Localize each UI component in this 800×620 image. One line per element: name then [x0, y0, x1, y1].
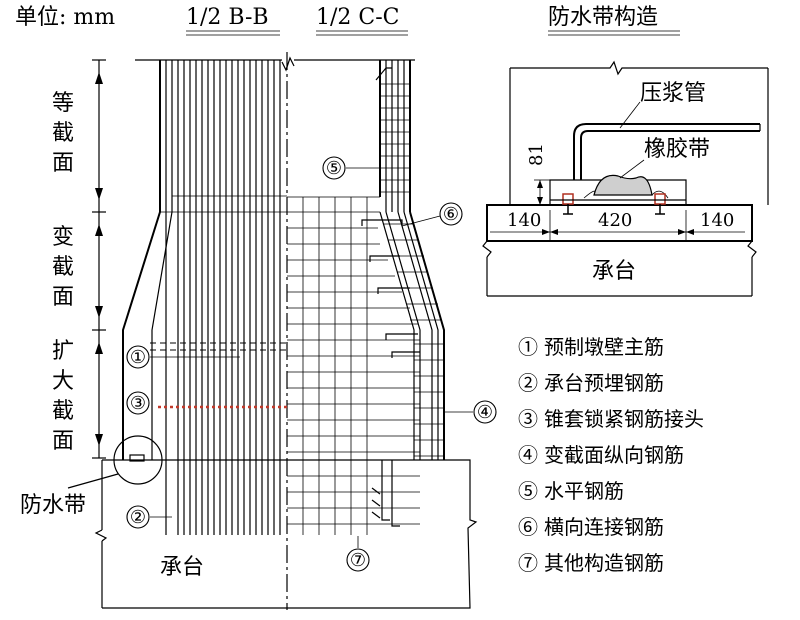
section-bb-title: 1/2 B-B — [186, 5, 269, 30]
detail-title: 防水带构造 — [548, 5, 658, 30]
dim-right: 140 — [700, 210, 734, 231]
top-break-mark — [281, 56, 295, 72]
svg-text:大: 大 — [52, 369, 74, 394]
svg-text:扩: 扩 — [52, 339, 74, 364]
flared-bar-right-1 — [385, 211, 421, 460]
transverse-links-right — [361, 219, 420, 358]
detail-frame — [482, 60, 769, 297]
pile-cap-outline — [94, 459, 478, 609]
svg-text:面: 面 — [52, 285, 74, 310]
svg-text:截: 截 — [52, 121, 74, 146]
pier-wall-outer-left — [122, 60, 161, 460]
marker-7: ⑦ — [346, 536, 370, 572]
marker-1: ① — [126, 345, 240, 369]
svg-text:⑤: ⑤ — [326, 158, 342, 179]
waterstop-detail-circle — [113, 435, 163, 485]
marker-2: ② — [126, 505, 172, 529]
grout-pipe-label: 压浆管 — [640, 81, 706, 106]
svg-text:⑦: ⑦ — [350, 550, 366, 571]
section-cc-title: 1/2 C-C — [316, 5, 400, 30]
rubber-band-label: 橡胶带 — [644, 137, 710, 162]
cap-label: 承台 — [160, 555, 204, 580]
svg-text:变: 变 — [52, 225, 74, 250]
pier-wall-outer-right — [409, 211, 445, 460]
svg-text:③: ③ — [130, 393, 146, 414]
grout-pipe — [573, 123, 760, 180]
cap-bars-right — [371, 460, 400, 527]
zone-dimension-line — [92, 59, 106, 459]
marker-3: ③ — [126, 391, 150, 415]
unit-label: 单位: mm — [15, 5, 115, 30]
horizontal-lines-left — [123, 195, 287, 461]
svg-text:截: 截 — [52, 399, 74, 424]
svg-text:面: 面 — [52, 429, 74, 454]
flared-bar-right-3 — [403, 211, 439, 460]
reinforcement-grid-right — [287, 196, 420, 535]
dim-middle: 420 — [598, 210, 632, 231]
rubber-band-lips — [583, 190, 669, 199]
waterstop-mark — [129, 454, 145, 462]
main-bars-left — [165, 60, 281, 535]
dim-left: 140 — [507, 210, 541, 231]
detail-cap-label: 承台 — [592, 259, 636, 284]
flared-inner-right — [379, 211, 415, 460]
grout-pipe-inner — [580, 130, 760, 180]
waterstop-leader — [67, 473, 119, 489]
dim-height: 81 — [526, 143, 550, 205]
column-bars-right — [375, 60, 411, 212]
rubber-band-leader — [619, 159, 645, 179]
zone-label-expanded: 扩 大 截 面 — [52, 339, 74, 454]
svg-text:①: ① — [130, 347, 146, 368]
svg-text:④: ④ — [477, 402, 493, 423]
svg-text:截: 截 — [52, 255, 74, 280]
svg-text:②: ② — [130, 507, 146, 528]
svg-text:面: 面 — [52, 151, 74, 176]
svg-text:⑥: ⑥ — [443, 204, 459, 225]
zone-label-equal: 等 截 面 — [52, 91, 74, 176]
marker-4: ④ — [444, 400, 497, 424]
svg-text:等: 等 — [52, 91, 74, 116]
marker-5: ⑤ — [322, 156, 380, 180]
flared-bar-right-2 — [397, 211, 433, 460]
zone-label-variable: 变 截 面 — [52, 225, 74, 310]
waterstop-label: 防水带 — [20, 493, 86, 518]
stirrups-column-right — [380, 83, 410, 193]
rubber-band — [593, 174, 653, 196]
bolt-right — [654, 193, 666, 215]
bolt-left — [562, 193, 574, 215]
grout-pipe-leader — [619, 101, 641, 129]
flared-bar-left — [151, 60, 173, 460]
marker-6: ⑥ — [401, 202, 463, 227]
stirrups-variable-right — [383, 223, 444, 457]
svg-text:81: 81 — [526, 143, 547, 166]
dim-horizontal — [490, 210, 745, 240]
